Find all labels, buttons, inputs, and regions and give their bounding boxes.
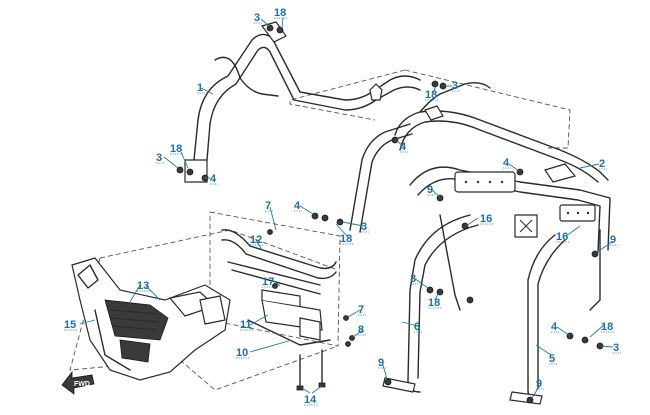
callout-3: 3 (613, 342, 619, 354)
callout-18: 18 (340, 233, 352, 245)
callout-1: 1 (197, 82, 203, 94)
fwd-label: FWD (74, 381, 90, 388)
leader-lines (79, 17, 614, 399)
callout-4: 4 (210, 173, 217, 185)
callout-9: 9 (427, 184, 433, 196)
callout-16: 16 (480, 213, 492, 225)
callout-4: 4 (294, 200, 301, 212)
callout-2: 2 (599, 158, 605, 170)
callout-9: 9 (378, 357, 384, 369)
callout-14: 14 (304, 394, 317, 406)
part-15-bumper (71, 257, 231, 381)
part-14-bolts (296, 349, 326, 391)
callout-18: 18 (601, 321, 613, 333)
cage-dots (464, 180, 590, 215)
callout-18: 18 (425, 89, 437, 101)
callout-3: 3 (254, 12, 260, 24)
callout-10: 10 (236, 347, 248, 359)
callout-9: 9 (536, 378, 542, 390)
callout-4: 4 (503, 157, 510, 169)
callout-11: 11 (240, 319, 252, 331)
callout-3: 3 (410, 273, 416, 285)
callout-5: 5 (549, 353, 555, 365)
part-1-rear-roll-bar (184, 21, 421, 183)
callout-4: 4 (551, 321, 558, 333)
callout-15: 15 (64, 319, 76, 331)
callout-12: 12 (250, 234, 262, 246)
callout-17: 17 (262, 276, 274, 288)
callout-18: 18 (170, 143, 182, 155)
callout-8: 8 (358, 324, 364, 336)
part-2-front-cage (349, 81, 611, 253)
callout-3: 3 (156, 152, 162, 164)
callout-13: 13 (137, 280, 149, 292)
part-5-rear-leg (509, 229, 601, 405)
callout-18: 18 (428, 297, 440, 309)
callout-3: 3 (361, 221, 367, 233)
part-11-bracket (247, 289, 331, 346)
callout-7: 7 (265, 200, 271, 212)
callout-4: 4 (400, 141, 407, 153)
fwd-arrow-icon: FWD (61, 370, 95, 395)
callout-16: 16 (556, 231, 568, 243)
callout-9: 9 (610, 234, 616, 246)
part-12-crossbar (221, 229, 337, 295)
callouts: 1 2 3 3 3 3 3 3 4 4 4 4 4 5 6 7 7 8 9 9 … (64, 7, 619, 406)
part-6-front-leg (382, 214, 479, 393)
callout-18: 18 (274, 7, 286, 19)
callout-6: 6 (414, 321, 420, 333)
callout-3: 3 (452, 80, 458, 92)
callout-7: 7 (358, 304, 364, 316)
